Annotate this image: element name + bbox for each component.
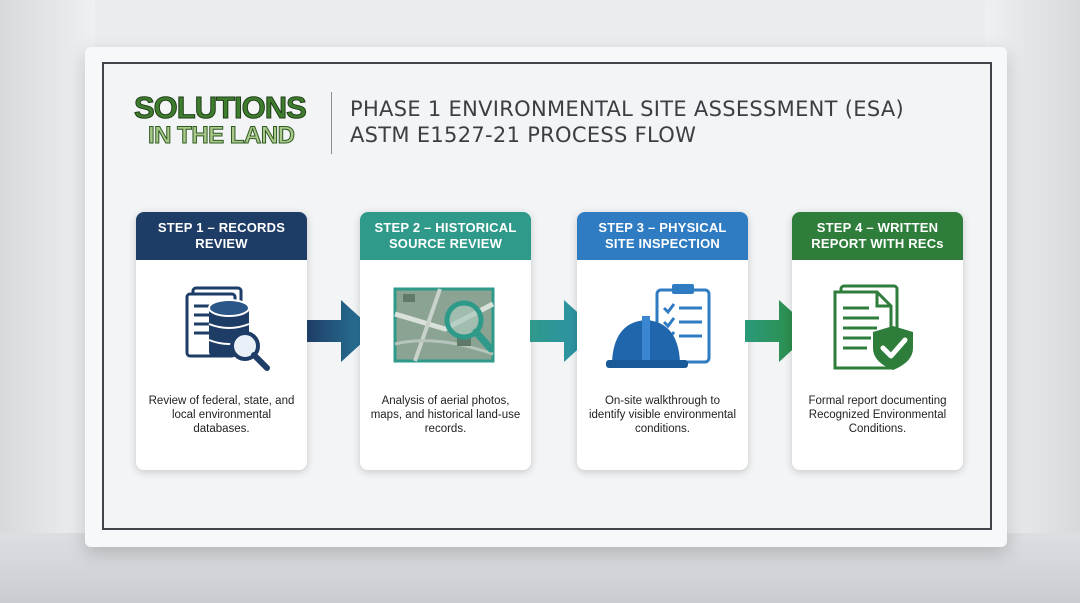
company-logo: SOLUTIONS IN THE LAND bbox=[134, 90, 319, 152]
aerial-map-magnifier-icon bbox=[393, 287, 495, 363]
step-3-description: On-site walkthrough to identify visible … bbox=[588, 395, 737, 435]
step-2-description: Analysis of aerial photos, maps, and his… bbox=[370, 395, 521, 435]
header-divider bbox=[331, 92, 332, 154]
step-1-description: Review of federal, state, and local envi… bbox=[148, 395, 295, 435]
documents-database-magnifier-icon bbox=[185, 286, 270, 371]
arrow-right-icon-1 bbox=[307, 300, 375, 362]
logo-line-1: SOLUTIONS bbox=[134, 90, 308, 125]
report-shield-check-icon bbox=[833, 284, 913, 370]
step-card-2: STEP 2 – HISTORICAL SOURCE REVIEW Analys… bbox=[360, 212, 531, 470]
step-card-4: STEP 4 – WRITTEN REPORT WITH RECs Formal… bbox=[792, 212, 963, 470]
step-3-title: STEP 3 – PHYSICAL SITE INSPECTION bbox=[577, 212, 748, 260]
background-wall-left bbox=[0, 0, 95, 603]
title-line-2: ASTM E1527-21 PROCESS FLOW bbox=[350, 123, 697, 147]
step-card-3: STEP 3 – PHYSICAL SITE INSPECTION On-sit… bbox=[577, 212, 748, 470]
step-card-1: STEP 1 – RECORDS REVIEW Review of federa… bbox=[136, 212, 307, 470]
step-2-title: STEP 2 – HISTORICAL SOURCE REVIEW bbox=[360, 212, 531, 260]
page-title: PHASE 1 ENVIRONMENTAL SITE ASSESSMENT (E… bbox=[350, 96, 970, 148]
logo-line-2: IN THE LAND bbox=[148, 122, 296, 150]
step-4-title: STEP 4 – WRITTEN REPORT WITH RECs bbox=[792, 212, 963, 260]
step-4-description: Formal report documenting Recognized Env… bbox=[808, 395, 947, 435]
hardhat-checklist-icon bbox=[606, 284, 711, 368]
title-line-1: PHASE 1 ENVIRONMENTAL SITE ASSESSMENT (E… bbox=[350, 97, 905, 121]
step-1-title: STEP 1 – RECORDS REVIEW bbox=[136, 212, 307, 260]
